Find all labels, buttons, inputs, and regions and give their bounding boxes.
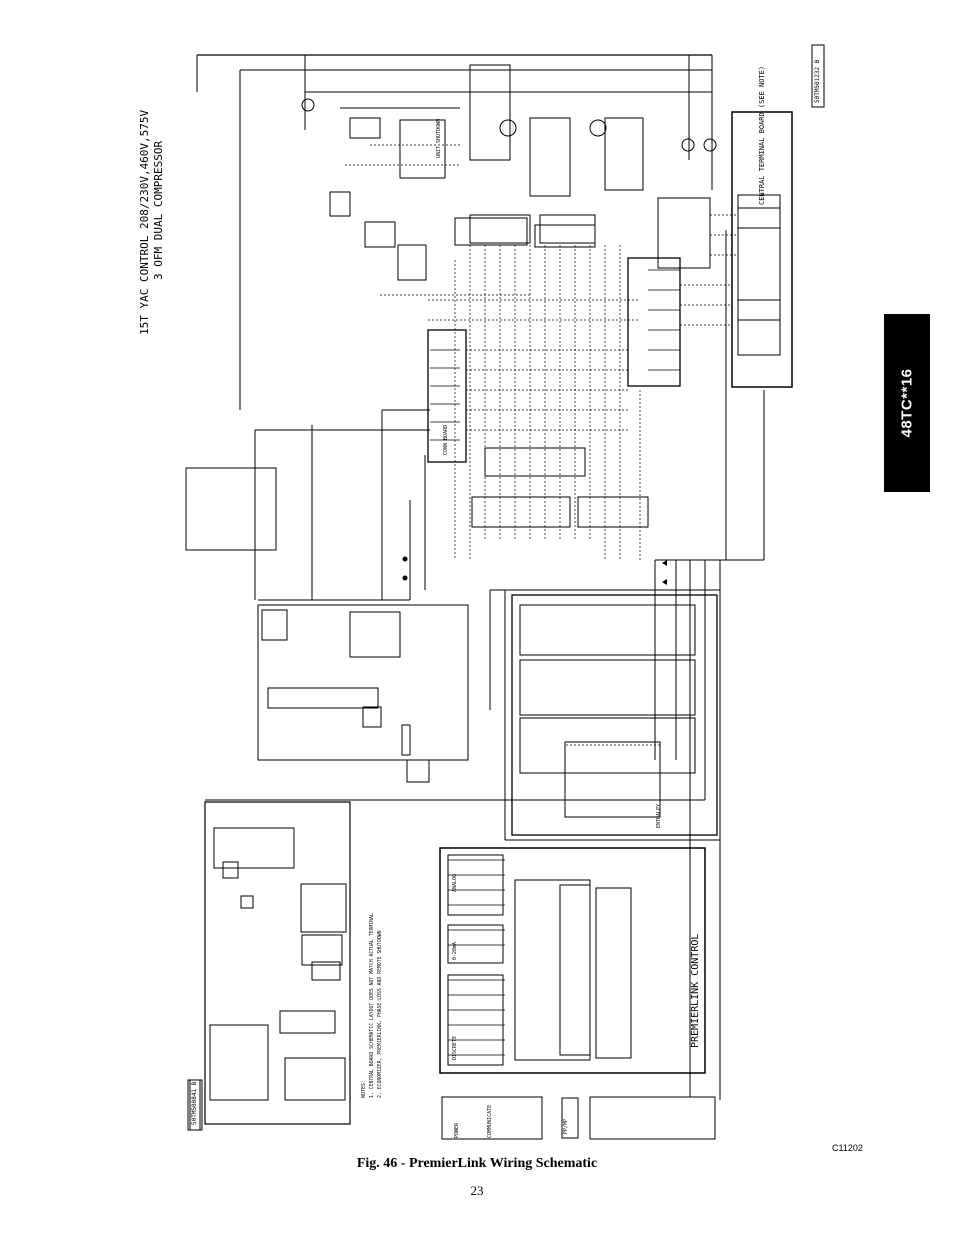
j2-label: COMMUNICATE [487,1105,493,1138]
unit-shutdown-label: UNIT SHUTDOWN [436,119,442,158]
drawing-number: 50TM501232 B [814,59,821,103]
page-number: 23 [470,1183,484,1198]
layout-number: 50TM500841 B [191,1081,198,1125]
figure-code: C11202 [832,1143,863,1153]
ma-label: 0-20mA [452,942,458,960]
notes-label: NOTES: [361,1080,367,1098]
side-tab: 48TC**16 [884,314,930,492]
enthalpy-label: ENTHALPY [656,804,662,828]
analog-label: ANALOG [452,874,458,892]
note-1: 1. CENTRAL BOARD SCHEMATIC LAYOUT DOES N… [369,913,375,1098]
j3-label: PP/MP [563,1119,569,1134]
j1-label: POWER [454,1122,460,1138]
premierlink-label: PREMIERLINK CONTROL [690,934,701,1048]
central-board-label: CENTRAL TERMINAL BOARD (SEE NOTE) [758,66,766,205]
conn-board-label: CONN BOARD [443,425,449,455]
schematic-title-line1: 15T YAC CONTROL 208/230V,460V,575V [138,109,151,335]
figure-caption: Fig. 46 - PremierLink Wiring Schematic [356,1156,598,1171]
discrete-label: DISCRETE [452,1036,458,1060]
side-tab-label: 48TC**16 [898,368,916,438]
note-2: 2. ECONOMIZER, PREMIERLINK, PHASE LOSS A… [377,930,383,1098]
schematic-title-line2: 3 OFM DUAL COMPRESSOR [152,141,165,280]
